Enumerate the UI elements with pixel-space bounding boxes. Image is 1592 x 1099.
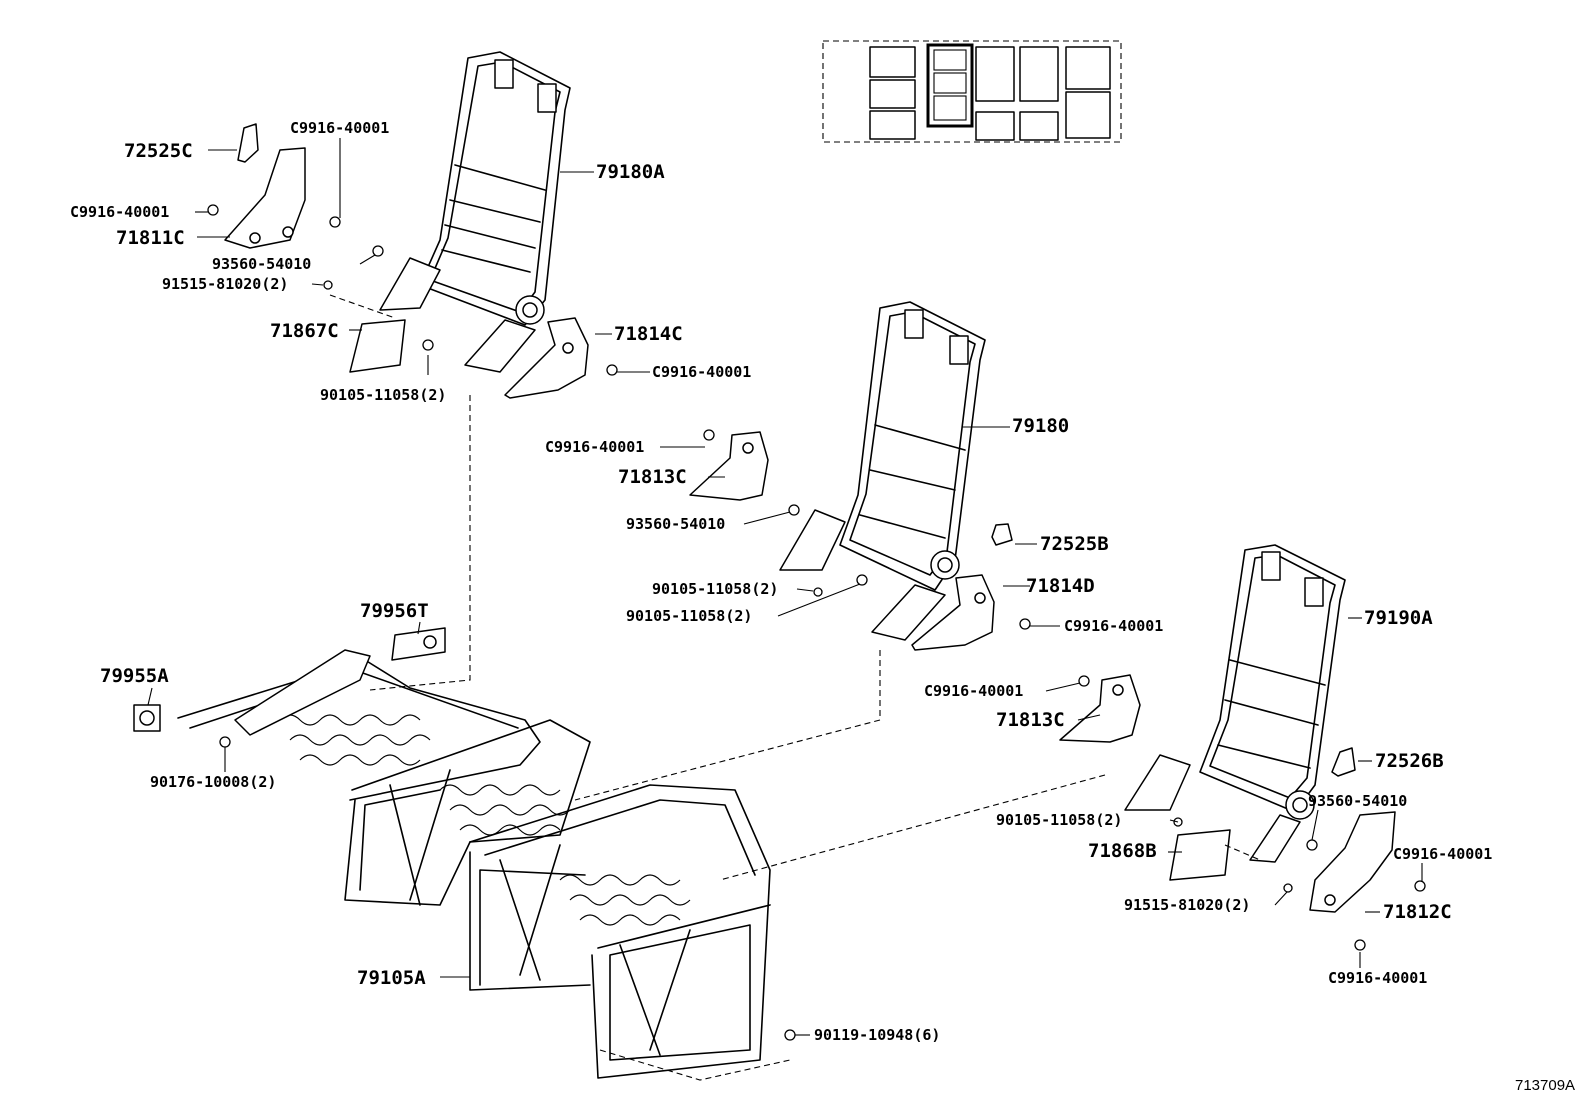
label-71814d: 71814D xyxy=(1026,575,1095,597)
seat-back-frame-79190a xyxy=(1124,544,1346,863)
label-90105-11058-c: 90105-11058(2) xyxy=(626,607,752,625)
label-c9916-40001-d: C9916-40001 xyxy=(545,438,644,456)
label-71813c-a: 71813C xyxy=(618,466,687,488)
label-79956t: 79956T xyxy=(360,600,429,622)
label-71811c: 71811C xyxy=(116,227,185,249)
label-c9916-40001-c: C9916-40001 xyxy=(652,363,751,381)
fasteners xyxy=(207,204,1426,1041)
bracket-79956t xyxy=(391,627,446,661)
label-71814c: 71814C xyxy=(614,323,683,345)
hinge-cover-71812c xyxy=(1309,811,1396,913)
cover-71867c xyxy=(349,319,406,373)
cover-71814d xyxy=(911,574,995,651)
label-93560-54010-c: 93560-54010 xyxy=(1308,792,1407,810)
label-c9916-40001-g: C9916-40001 xyxy=(1393,845,1492,863)
label-c9916-40001-e: C9916-40001 xyxy=(1064,617,1163,635)
label-90119-10948: 90119-10948(6) xyxy=(814,1026,940,1044)
hinge-cover-71811c xyxy=(224,147,306,249)
label-90176-10008: 90176-10008(2) xyxy=(150,773,276,791)
label-90105-11058-d: 90105-11058(2) xyxy=(996,811,1122,829)
cap-79955a xyxy=(133,704,161,732)
label-79190a: 79190A xyxy=(1364,607,1433,629)
cover-71813c-center xyxy=(689,431,769,501)
label-79105a: 79105A xyxy=(357,967,426,989)
label-71812c: 71812C xyxy=(1383,901,1452,923)
label-93560-54010-b: 93560-54010 xyxy=(626,515,725,533)
seat-cushion-frame-79105a xyxy=(177,649,771,1079)
label-79955a: 79955A xyxy=(100,665,169,687)
label-c9916-40001-b: C9916-40001 xyxy=(70,203,169,221)
label-71867c: 71867C xyxy=(270,320,339,342)
part-labels: 72525C C9916-40001 C9916-40001 79180A 71… xyxy=(70,119,1575,1094)
label-91515-81020-b: 91515-81020(2) xyxy=(1124,896,1250,914)
cover-71868b xyxy=(1169,829,1231,881)
leader-lines xyxy=(147,138,1423,1036)
knob-72526b xyxy=(1331,747,1356,777)
label-90105-11058-b: 90105-11058(2) xyxy=(652,580,778,598)
label-91515-81020-a: 91515-81020(2) xyxy=(162,275,288,293)
label-71813c-b: 71813C xyxy=(996,709,1065,731)
seat-layout-key xyxy=(822,40,1122,143)
label-c9916-40001-h: C9916-40001 xyxy=(1328,969,1427,987)
label-71868b: 71868B xyxy=(1088,840,1157,862)
knob-72525c xyxy=(237,123,259,163)
seat-back-frame-79180a xyxy=(379,51,571,373)
knob-72525b xyxy=(991,523,1013,546)
diagram-id: 713709A xyxy=(1515,1077,1575,1094)
assembly-lines xyxy=(329,294,1261,1081)
label-c9916-40001-a: C9916-40001 xyxy=(290,119,389,137)
cover-71813c-right xyxy=(1059,674,1141,743)
seat-back-frame-79180 xyxy=(779,301,986,641)
label-72525c: 72525C xyxy=(124,140,193,162)
label-c9916-40001-f: C9916-40001 xyxy=(924,682,1023,700)
label-79180: 79180 xyxy=(1012,415,1069,437)
label-72526b: 72526B xyxy=(1375,750,1444,772)
cover-71814c xyxy=(504,317,589,399)
label-79180a: 79180A xyxy=(596,161,665,183)
label-93560-54010-a: 93560-54010 xyxy=(212,255,311,273)
label-72525b: 72525B xyxy=(1040,533,1109,555)
label-90105-11058-a: 90105-11058(2) xyxy=(320,386,446,404)
